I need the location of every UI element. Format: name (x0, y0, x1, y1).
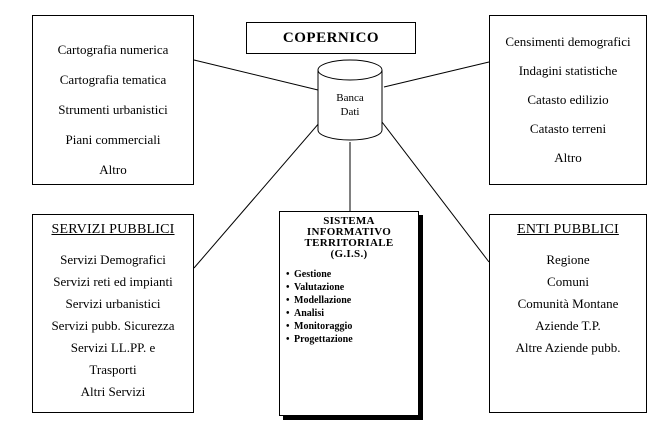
list-item: Catasto edilizio (527, 92, 609, 107)
list-item: Catasto terreni (529, 121, 607, 136)
list-item: Altro (554, 150, 582, 165)
gis-list-item: • Progettazione (286, 333, 353, 346)
list-item: Comuni (547, 274, 589, 289)
gis-item-label: Gestione (294, 269, 332, 280)
database-label-line1: Banca (336, 92, 364, 104)
gis-list-item: • Modellazione (286, 294, 353, 307)
public-services-box: SERVIZI PUBBLICI Servizi Demografici Ser… (32, 214, 194, 413)
list-item: Trasporti (89, 362, 137, 377)
bullet-icon: • (286, 321, 290, 332)
gis-list-item: • Monitoraggio (286, 320, 353, 333)
cartography-box: Cartografia numerica Cartografia tematic… (32, 15, 194, 185)
gis-function-list: • Gestione • Valutazione • Modellazione • An… (286, 268, 353, 346)
public-services-title: SERVIZI PUBBLICI (51, 222, 175, 237)
connector-left-top (193, 59, 319, 91)
list-item: Altre Aziende pubb. (515, 340, 621, 355)
gis-item-label: Progettazione (294, 334, 353, 345)
gis-heading-line: TERRITORIALE (304, 237, 394, 249)
gis-heading-line: INFORMATIVO (306, 226, 392, 238)
bullet-icon: • (286, 282, 290, 293)
list-item: Comunità Montane (517, 296, 619, 311)
public-bodies-box: ENTI PUBBLICI Regione Comuni Comunità Mo… (489, 214, 647, 413)
bullet-icon: • (286, 269, 290, 280)
bullet-icon: • (286, 308, 290, 319)
list-item: Indagini statistiche (518, 63, 618, 78)
census-box: Censimenti demografici Indagini statisti… (489, 15, 647, 185)
gis-item-label: Monitoraggio (294, 321, 353, 332)
list-item: Altri Servizi (80, 384, 146, 399)
list-item: Regione (546, 252, 590, 267)
list-item: Servizi Demografici (60, 252, 166, 267)
connector-right-top (383, 61, 490, 88)
connector-right-bottom (381, 121, 490, 263)
gis-heading-line: (G.I.S.) (330, 248, 368, 260)
gis-item-label: Modellazione (294, 295, 352, 306)
gis-item-label: Analisi (294, 308, 325, 319)
cartography-list: Cartografia numerica Cartografia tematic… (33, 43, 193, 193)
gis-heading: SISTEMA INFORMATIVO TERRITORIALE (G.I.S.… (280, 216, 418, 260)
list-item: Servizi reti ed impianti (53, 274, 173, 289)
gis-box: SISTEMA INFORMATIVO TERRITORIALE (G.I.S.… (279, 211, 419, 416)
list-item: Servizi urbanistici (65, 296, 161, 311)
gis-heading-line: SISTEMA (323, 215, 375, 227)
database-cylinder: Banca Dati (317, 59, 383, 141)
list-item: Servizi pubb. Sicurezza (51, 318, 175, 333)
database-label-line2: Dati (341, 106, 360, 118)
public-bodies-title: ENTI PUBBLICI (517, 222, 619, 237)
list-item: Servizi LL.PP. e (70, 340, 156, 355)
census-list: Censimenti demografici Indagini statisti… (490, 35, 646, 180)
connector-left-bottom (193, 121, 321, 269)
gis-list-item: • Analisi (286, 307, 353, 320)
list-item: Strumenti urbanistici (58, 102, 168, 117)
list-item: Piani commerciali (65, 132, 161, 147)
gis-list-item: • Gestione (286, 268, 353, 281)
list-item: Cartografia tematica (59, 72, 167, 87)
list-item: Altro (99, 162, 127, 177)
list-item: Cartografia numerica (57, 42, 169, 57)
gis-list-item: • Valutazione (286, 281, 353, 294)
list-item: Censimenti demografici (505, 34, 631, 49)
bullet-icon: • (286, 295, 290, 306)
list-item: Aziende T.P. (535, 318, 601, 333)
bullet-icon: • (286, 334, 290, 345)
gis-item-label: Valutazione (294, 282, 345, 293)
copernico-title: COPERNICO (282, 30, 380, 46)
public-services-list: Servizi Demografici Servizi reti ed impi… (33, 253, 193, 407)
copernico-title-box: COPERNICO (246, 22, 416, 54)
public-bodies-list: Regione Comuni Comunità Montane Aziende … (490, 253, 646, 363)
